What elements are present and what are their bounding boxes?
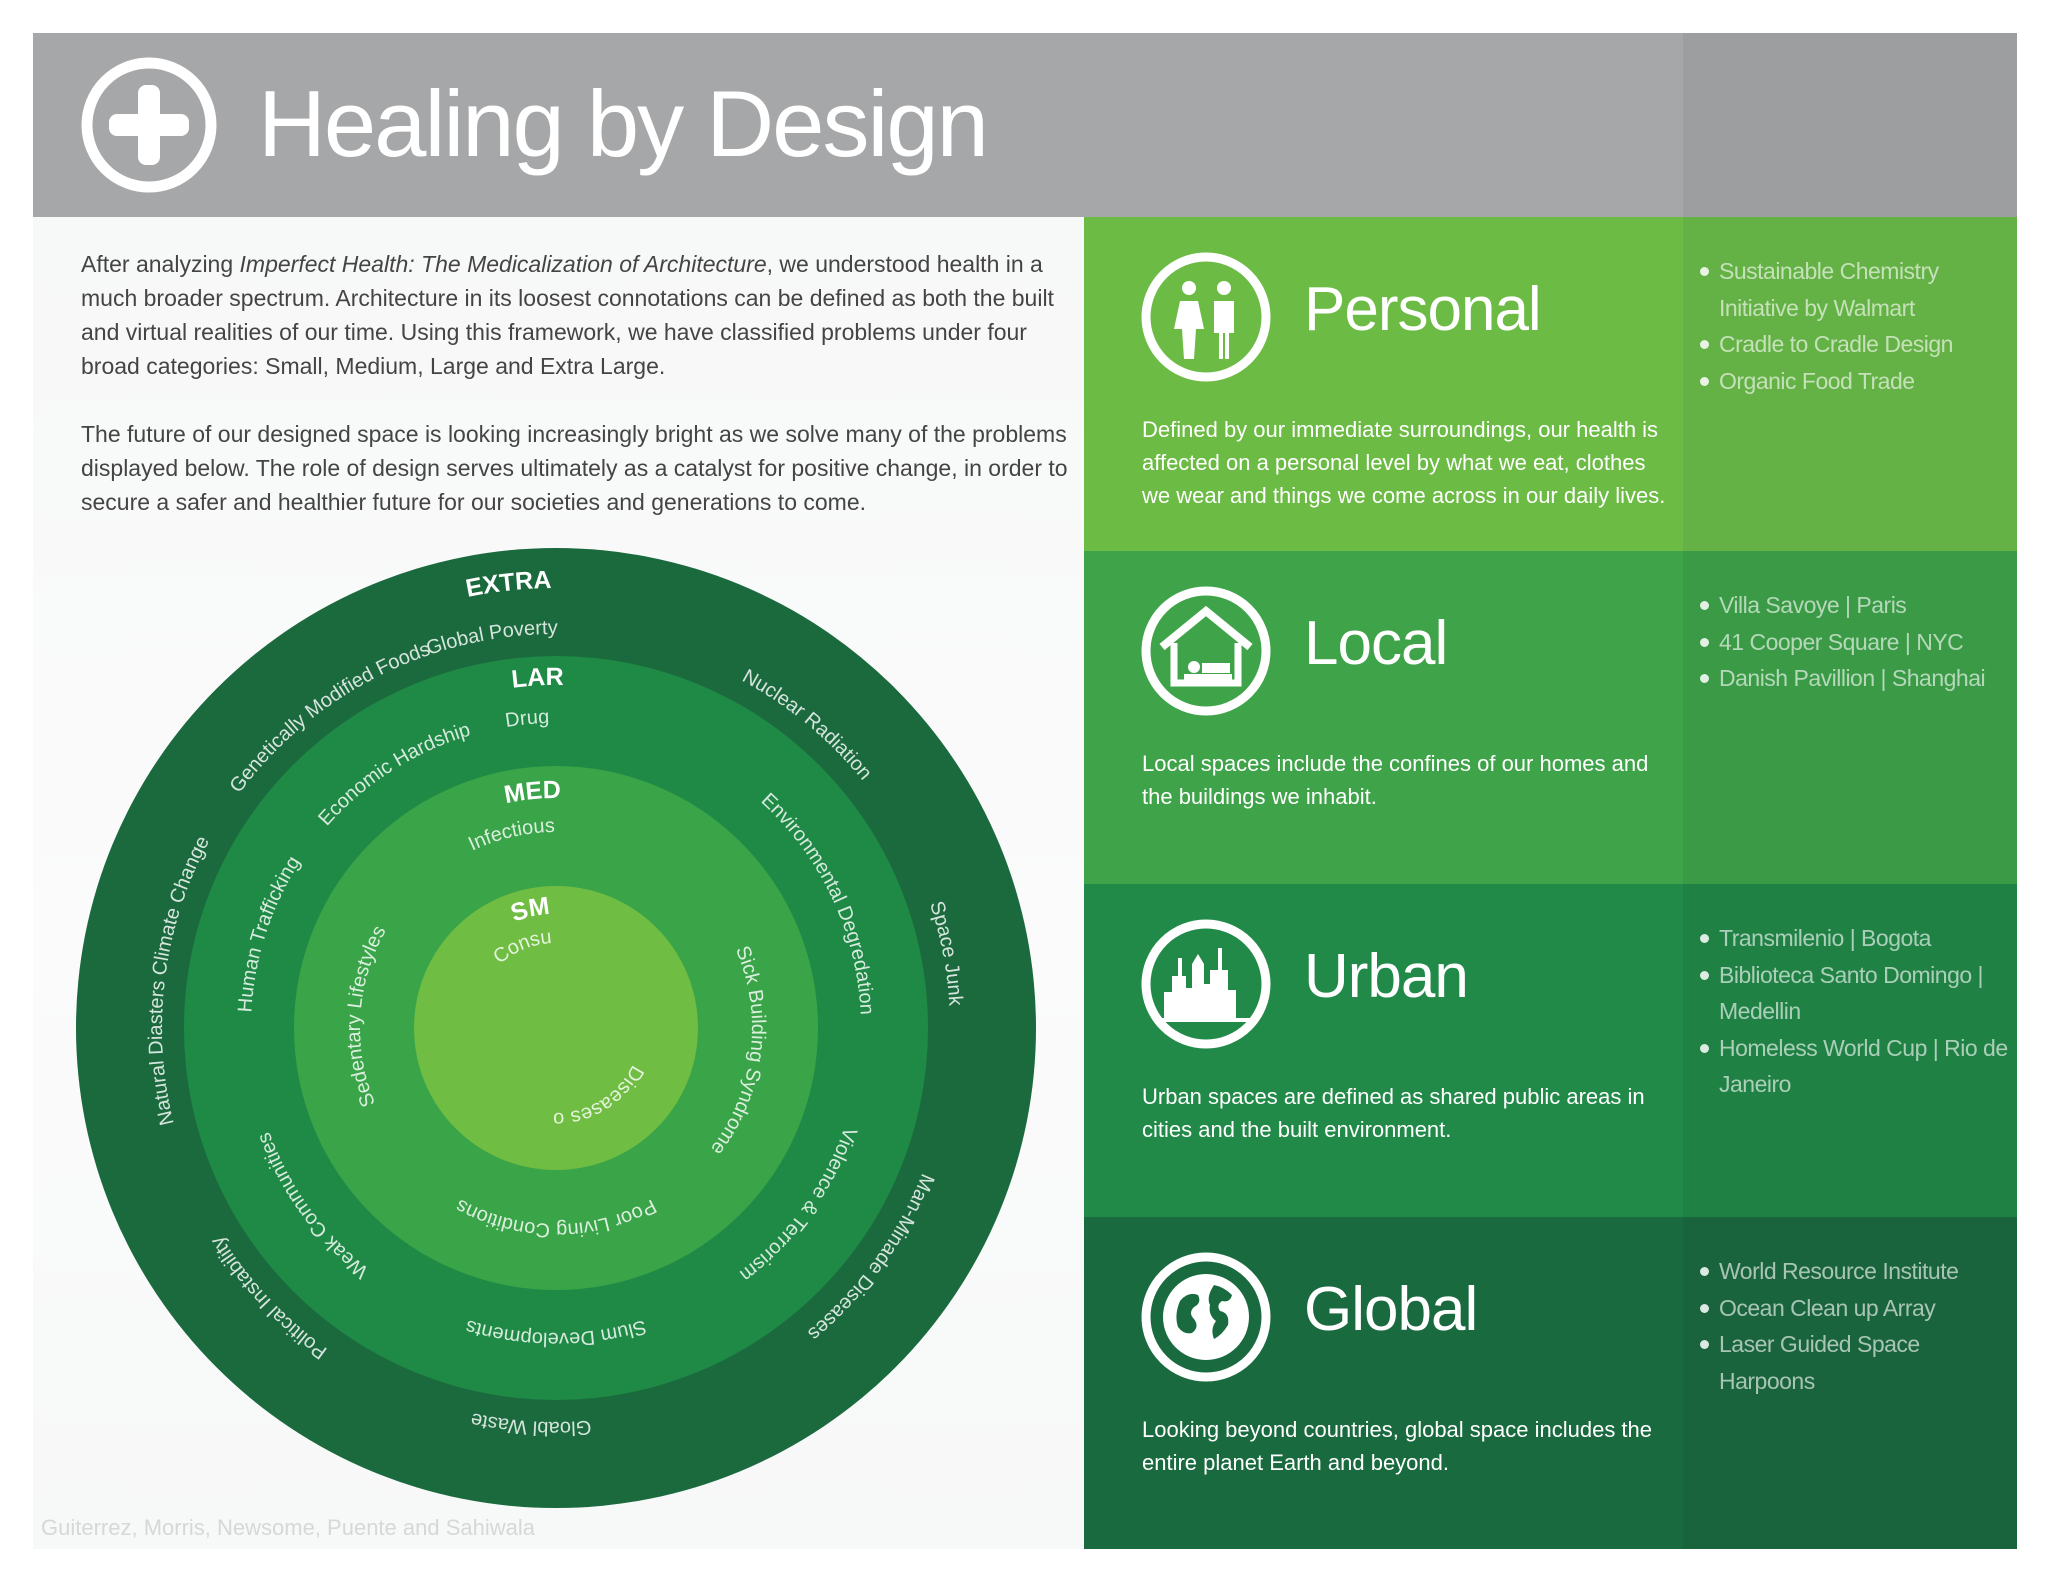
panel-main: Local Local spaces include the confines … <box>1084 551 1683 884</box>
scale-rings-diagram: EXTRA LARGELARGEMEDIUMSMALLGlobal Povert… <box>76 548 1036 1508</box>
examples-list: Sustainable Chemistry Initiative by Walm… <box>1699 253 2009 399</box>
header-side-tab <box>1683 33 2017 217</box>
panel-description: Local spaces include the confines of our… <box>1142 751 1649 809</box>
list-item: Laser Guided Space Harpoons <box>1699 1326 2009 1399</box>
panel-examples: Sustainable Chemistry Initiative by Walm… <box>1683 217 2017 551</box>
intro-book-title: Imperfect Health: The Medicalization of … <box>239 251 767 277</box>
panel-global: Global Looking beyond countries, global … <box>1084 1217 2017 1549</box>
panel-title: Local <box>1304 609 1448 678</box>
panel-main: Global Looking beyond countries, global … <box>1084 1217 1683 1549</box>
panel-local: Local Local spaces include the confines … <box>1084 551 2017 884</box>
list-item: Transmilenio | Bogota <box>1699 920 2009 957</box>
panel-personal: Personal Defined by our immediate surrou… <box>1084 217 2017 551</box>
credit-line: Guiterrez, Morris, Newsome, Puente and S… <box>41 1515 535 1540</box>
list-item: Homeless World Cup | Rio de Janeiro <box>1699 1030 2009 1103</box>
house-bed-icon <box>1141 586 1271 716</box>
people-icon <box>1141 252 1271 382</box>
list-item: World Resource Institute <box>1699 1253 2009 1290</box>
poster: Healing by Design After analyzing Imperf… <box>33 33 2017 1549</box>
panel-examples: Transmilenio | Bogota Biblioteca Santo D… <box>1683 884 2017 1217</box>
list-item: Villa Savoye | Paris <box>1699 587 2009 624</box>
list-item: Organic Food Trade <box>1699 363 2009 400</box>
intro-paragraph-1: After analyzing Imperfect Health: The Me… <box>81 247 1081 383</box>
page-title: Healing by Design <box>258 71 989 176</box>
intro-text: After analyzing Imperfect Health: The Me… <box>81 247 1081 553</box>
list-item: Biblioteca Santo Domingo | Medellin <box>1699 957 2009 1030</box>
panel-main: Personal Defined by our immediate surrou… <box>1084 217 1683 551</box>
panel-title: Global <box>1304 1275 1478 1344</box>
ring-small <box>414 886 698 1170</box>
panel-title: Urban <box>1304 942 1469 1011</box>
panel-examples: World Resource Institute Ocean Clean up … <box>1683 1217 2017 1549</box>
list-item: Sustainable Chemistry Initiative by Walm… <box>1699 253 2009 326</box>
panel-description: Urban spaces are defined as shared publi… <box>1142 1084 1645 1142</box>
skyline-icon <box>1141 919 1271 1049</box>
panel-main: Urban Urban spaces are defined as shared… <box>1084 884 1683 1217</box>
list-item: Danish Pavillion | Shanghai <box>1699 660 2009 697</box>
examples-list: Villa Savoye | Paris 41 Cooper Square | … <box>1699 587 2009 697</box>
panel-description: Defined by our immediate surroundings, o… <box>1142 417 1666 508</box>
panel-title: Personal <box>1304 275 1542 344</box>
panel-urban: Urban Urban spaces are defined as shared… <box>1084 884 2017 1217</box>
list-item: 41 Cooper Square | NYC <box>1699 624 2009 661</box>
examples-list: Transmilenio | Bogota Biblioteca Santo D… <box>1699 920 2009 1103</box>
plus-circle-icon <box>81 57 217 193</box>
list-item: Ocean Clean up Array <box>1699 1290 2009 1327</box>
panel-description: Looking beyond countries, global space i… <box>1142 1417 1653 1475</box>
globe-icon <box>1141 1252 1271 1382</box>
intro-p1-rest: , we understood health in a much broader… <box>81 251 1054 379</box>
header-banner: Healing by Design <box>33 33 2017 217</box>
intro-p1-lead: After analyzing <box>81 251 240 277</box>
intro-paragraph-2: The future of our designed space is look… <box>81 421 1068 515</box>
list-item: Cradle to Cradle Design <box>1699 326 2009 363</box>
examples-list: World Resource Institute Ocean Clean up … <box>1699 1253 2009 1399</box>
panel-examples: Villa Savoye | Paris 41 Cooper Square | … <box>1683 551 2017 884</box>
